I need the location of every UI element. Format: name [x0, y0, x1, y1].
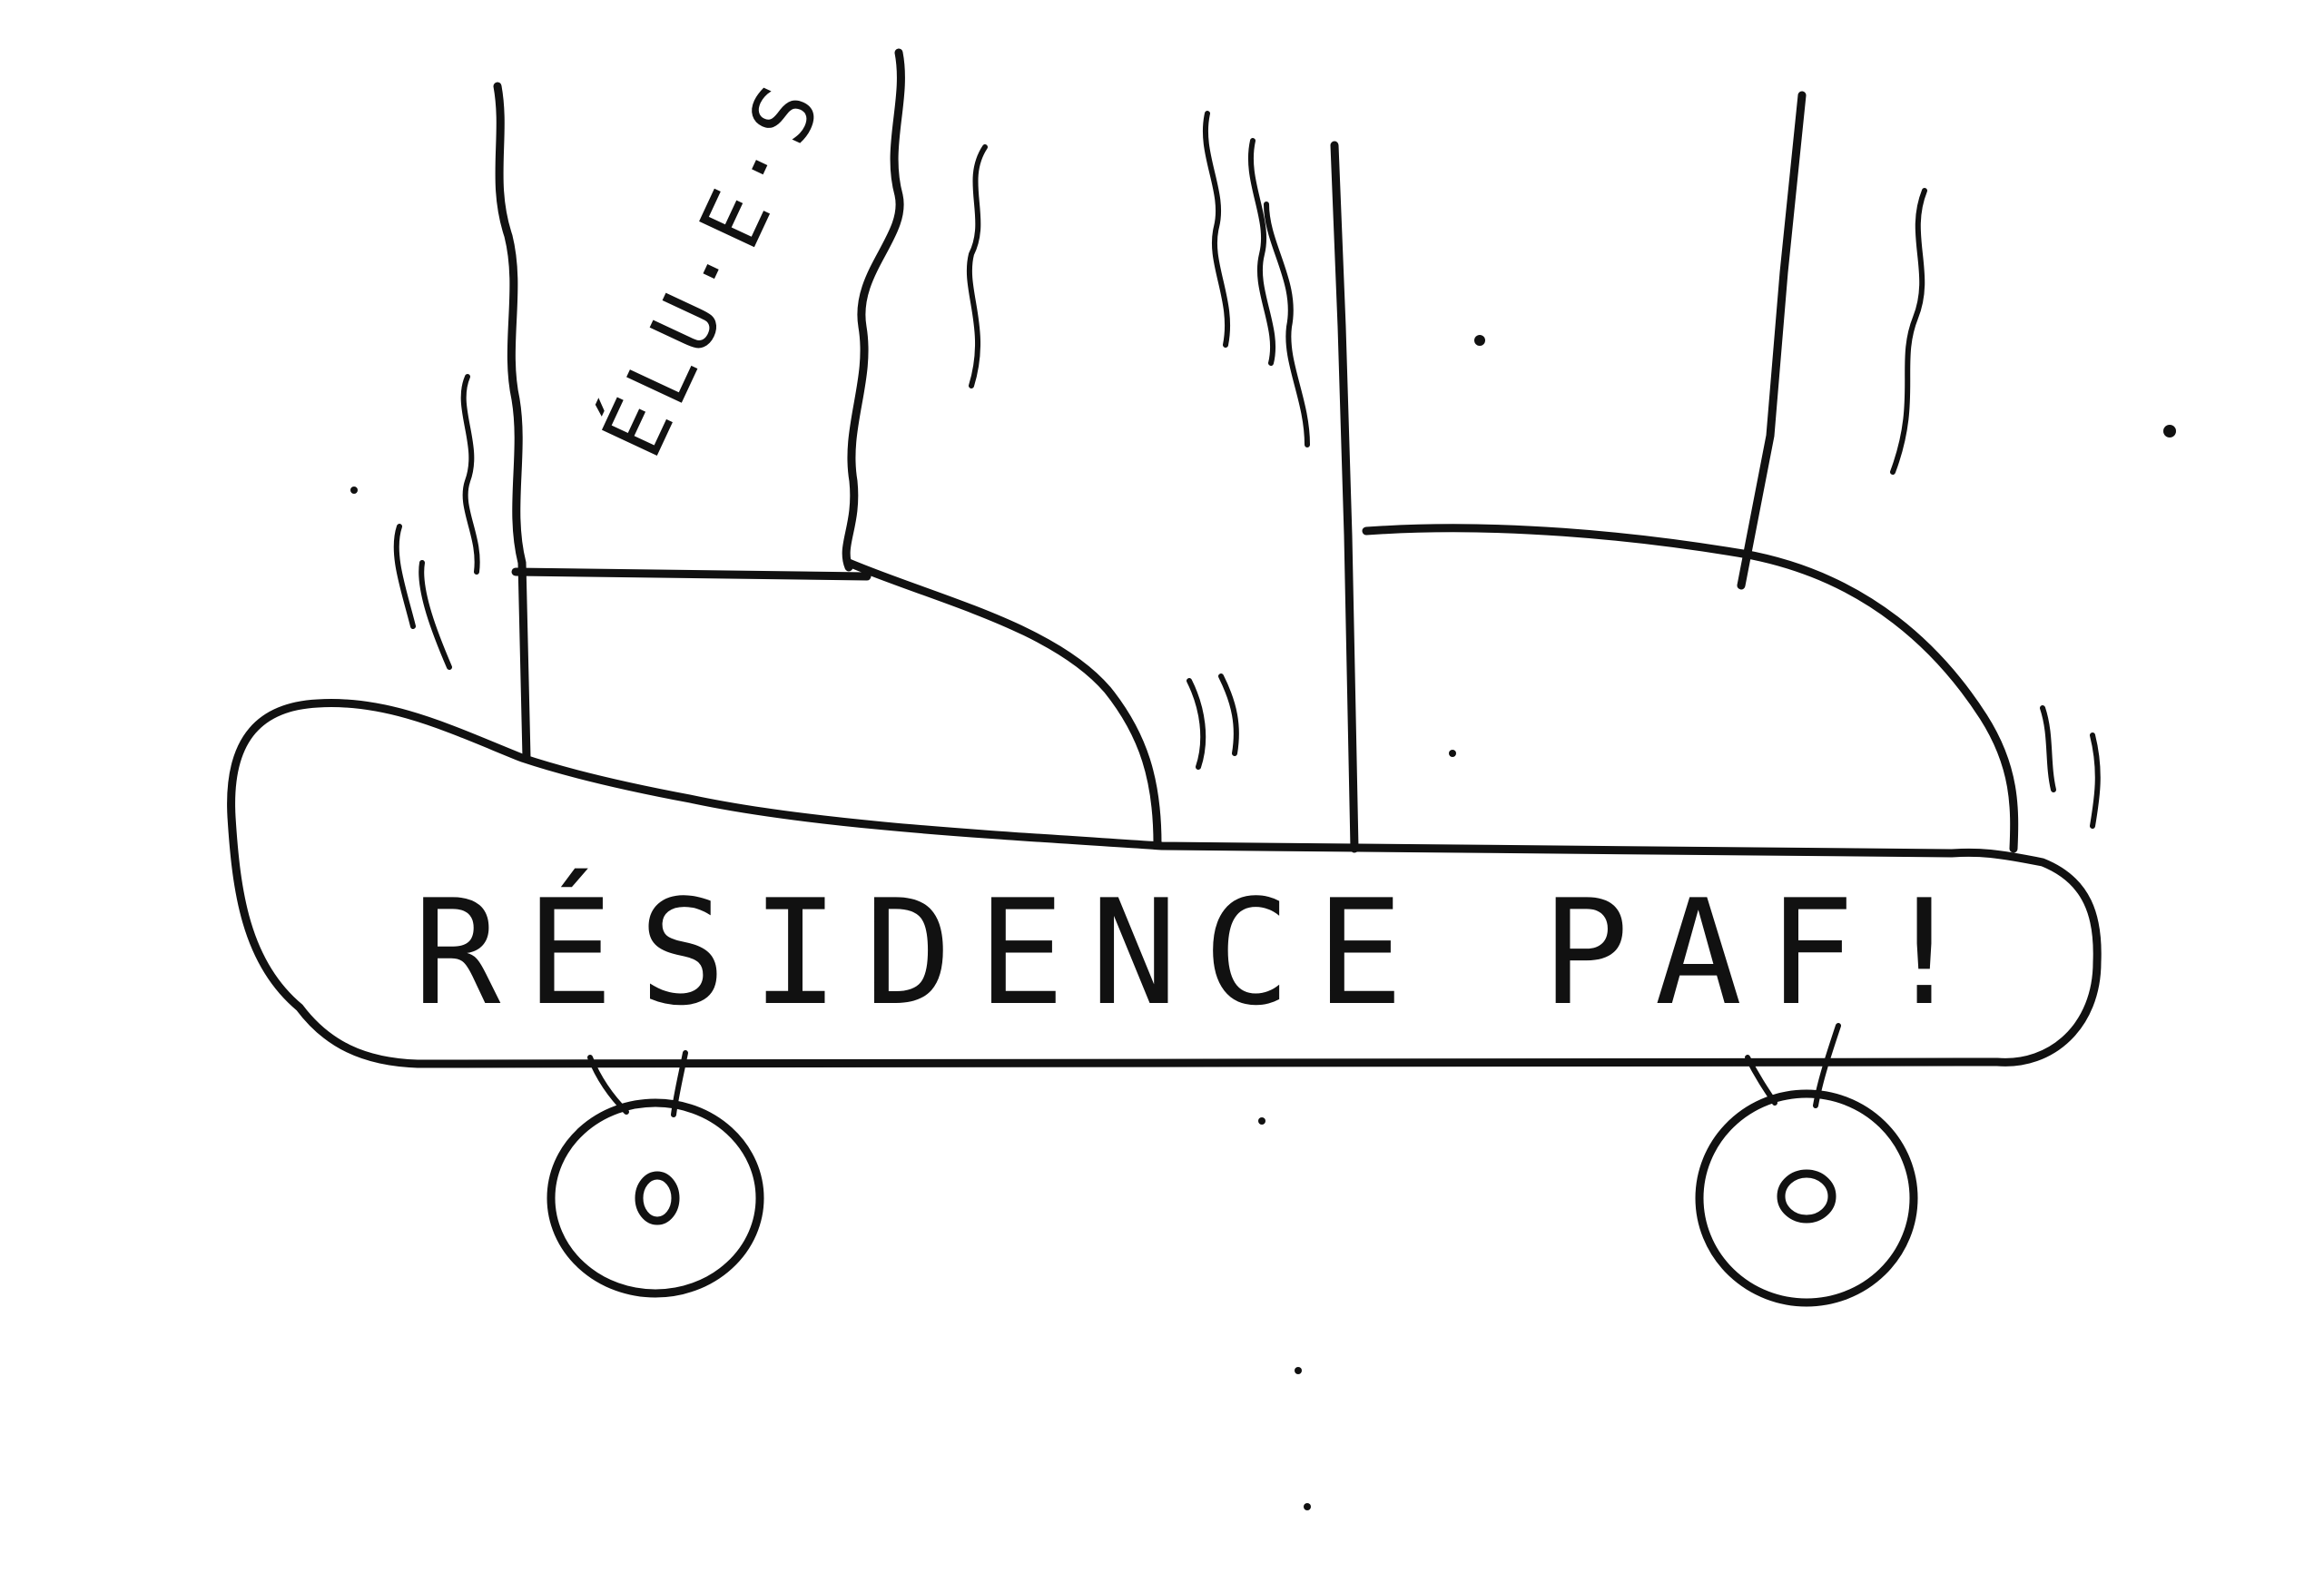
board-text: RÉSIDENCE PAF!: [413, 868, 1994, 1037]
left-wheel: [547, 1098, 764, 1298]
right-leg-back-line: [1330, 141, 1359, 853]
sock-text: ÉLU·E·S: [583, 64, 842, 471]
left-wheel-hub: [635, 1171, 680, 1225]
left-leg: [493, 48, 905, 762]
left-leg-back-line: [493, 82, 531, 762]
right-shoe: [1362, 524, 2019, 853]
right-shoe-outline: [1362, 524, 2019, 853]
left-shoe-top-line: [511, 567, 872, 581]
left-truck-right-bar: [671, 1050, 688, 1117]
left-shoe: [511, 558, 1162, 849]
skateboard-deck: [227, 699, 2102, 1068]
right-wheel-hub: [1777, 1169, 1837, 1224]
right-wheel: [1695, 1089, 1918, 1307]
motion-lines: [393, 111, 2101, 829]
right-leg-front-line: [1737, 91, 1807, 590]
left-leg-front-line: [842, 48, 905, 572]
right-leg: [1330, 91, 1807, 853]
paper-specks: [350, 335, 2176, 1510]
left-shoe-outline: [844, 558, 1162, 849]
